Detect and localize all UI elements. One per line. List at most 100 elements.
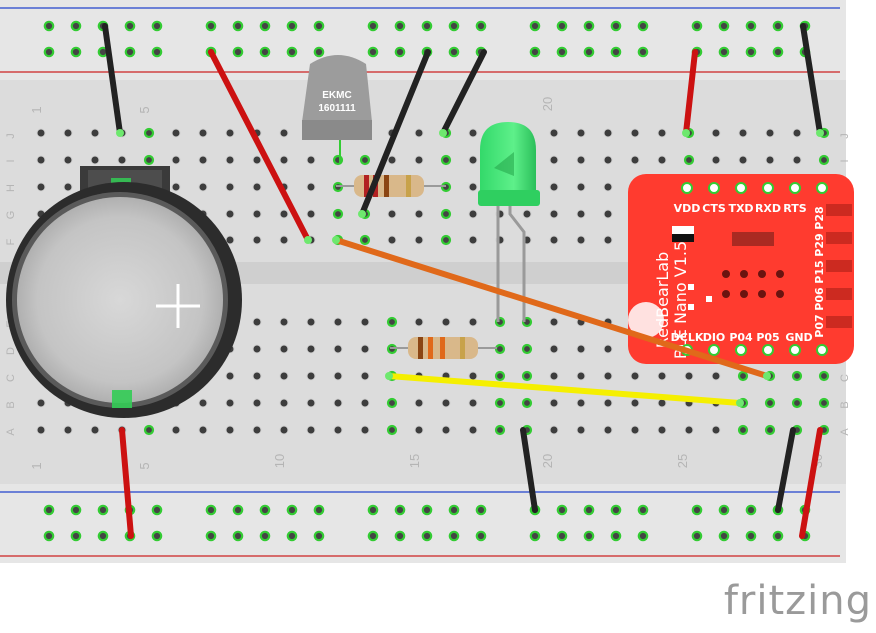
breadboard-hole[interactable] xyxy=(630,398,640,408)
breadboard-hole[interactable] xyxy=(603,182,613,192)
breadboard-hole[interactable] xyxy=(394,530,406,542)
breadboard-hole[interactable] xyxy=(549,235,559,245)
breadboard-hole[interactable] xyxy=(683,154,695,166)
breadboard-hole[interactable] xyxy=(549,398,559,408)
breadboard-hole[interactable] xyxy=(414,128,424,138)
breadboard-hole[interactable] xyxy=(737,424,749,436)
breadboard-hole[interactable] xyxy=(583,20,595,32)
breadboard-hole[interactable] xyxy=(549,425,559,435)
breadboard-hole[interactable] xyxy=(657,371,667,381)
breadboard-hole[interactable] xyxy=(818,397,830,409)
breadboard-hole[interactable] xyxy=(630,155,640,165)
breadboard-hole[interactable] xyxy=(286,530,298,542)
breadboard-hole[interactable] xyxy=(313,20,325,32)
breadboard-hole[interactable] xyxy=(386,397,398,409)
breadboard-hole[interactable] xyxy=(711,155,721,165)
breadboard-hole[interactable] xyxy=(610,46,622,58)
breadboard-hole[interactable] xyxy=(718,20,730,32)
breadboard-hole[interactable] xyxy=(387,155,397,165)
wire-orange[interactable] xyxy=(333,237,770,379)
wire-red[interactable] xyxy=(119,427,134,539)
wire-red[interactable] xyxy=(799,427,823,539)
breadboard-hole[interactable] xyxy=(718,46,730,58)
breadboard-hole[interactable] xyxy=(521,370,533,382)
breadboard-hole[interactable] xyxy=(414,398,424,408)
breadboard-hole[interactable] xyxy=(90,425,100,435)
breadboard-hole[interactable] xyxy=(414,235,424,245)
pir-sensor[interactable]: EKMC 1601111 xyxy=(302,55,372,163)
wire-red[interactable] xyxy=(208,49,311,243)
breadboard-hole[interactable] xyxy=(691,530,703,542)
breadboard-hole[interactable] xyxy=(475,504,487,516)
breadboard-hole[interactable] xyxy=(63,155,73,165)
breadboard-hole[interactable] xyxy=(171,155,181,165)
breadboard-hole[interactable] xyxy=(97,504,109,516)
breadboard-hole[interactable] xyxy=(198,155,208,165)
breadboard-hole[interactable] xyxy=(521,397,533,409)
breadboard-hole[interactable] xyxy=(576,425,586,435)
breadboard-hole[interactable] xyxy=(306,371,316,381)
breadboard-hole[interactable] xyxy=(279,155,289,165)
breadboard-hole[interactable] xyxy=(745,504,757,516)
breadboard-hole[interactable] xyxy=(441,317,451,327)
breadboard-hole[interactable] xyxy=(529,530,541,542)
breadboard-hole[interactable] xyxy=(252,235,262,245)
breadboard-hole[interactable] xyxy=(576,155,586,165)
breadboard-hole[interactable] xyxy=(225,128,235,138)
breadboard-hole[interactable] xyxy=(448,20,460,32)
breadboard-hole[interactable] xyxy=(259,46,271,58)
breadboard-hole[interactable] xyxy=(90,128,100,138)
breadboard-hole[interactable] xyxy=(386,424,398,436)
breadboard-hole[interactable] xyxy=(252,209,262,219)
breadboard-hole[interactable] xyxy=(171,128,181,138)
breadboard-hole[interactable] xyxy=(637,504,649,516)
breadboard-hole[interactable] xyxy=(70,46,82,58)
breadboard-hole[interactable] xyxy=(313,530,325,542)
breadboard-hole[interactable] xyxy=(232,20,244,32)
breadboard-hole[interactable] xyxy=(414,425,424,435)
breadboard-hole[interactable] xyxy=(252,155,262,165)
breadboard-hole[interactable] xyxy=(745,530,757,542)
breadboard-hole[interactable] xyxy=(252,398,262,408)
breadboard-hole[interactable] xyxy=(306,398,316,408)
wire-black[interactable] xyxy=(102,23,123,136)
breadboard-hole[interactable] xyxy=(576,128,586,138)
breadboard-hole[interactable] xyxy=(657,155,667,165)
breadboard-hole[interactable] xyxy=(603,344,613,354)
breadboard-hole[interactable] xyxy=(43,20,55,32)
breadboard-hole[interactable] xyxy=(117,155,127,165)
breadboard-hole[interactable] xyxy=(414,317,424,327)
breadboard-hole[interactable] xyxy=(657,128,667,138)
breadboard-hole[interactable] xyxy=(576,371,586,381)
breadboard-hole[interactable] xyxy=(225,155,235,165)
breadboard-hole[interactable] xyxy=(306,317,316,327)
breadboard-hole[interactable] xyxy=(421,530,433,542)
breadboard-hole[interactable] xyxy=(367,530,379,542)
breadboard-hole[interactable] xyxy=(630,128,640,138)
breadboard-hole[interactable] xyxy=(36,182,46,192)
wire-black[interactable] xyxy=(440,49,487,136)
breadboard-hole[interactable] xyxy=(124,20,136,32)
breadboard-hole[interactable] xyxy=(818,370,830,382)
breadboard-hole[interactable] xyxy=(198,128,208,138)
breadboard-hole[interactable] xyxy=(468,371,478,381)
green-led[interactable] xyxy=(478,122,540,322)
breadboard-hole[interactable] xyxy=(549,155,559,165)
coin-cell-battery[interactable] xyxy=(6,166,242,418)
breadboard-hole[interactable] xyxy=(333,425,343,435)
wire-red[interactable] xyxy=(683,49,698,136)
breadboard-hole[interactable] xyxy=(603,209,613,219)
breadboard-hole[interactable] xyxy=(97,530,109,542)
breadboard-hole[interactable] xyxy=(630,371,640,381)
breadboard-hole[interactable] xyxy=(367,46,379,58)
breadboard-hole[interactable] xyxy=(549,128,559,138)
breadboard-hole[interactable] xyxy=(43,504,55,516)
breadboard-hole[interactable] xyxy=(711,425,721,435)
wire-black[interactable] xyxy=(520,427,538,513)
breadboard-hole[interactable] xyxy=(306,344,316,354)
wire-black[interactable] xyxy=(800,23,823,136)
breadboard-hole[interactable] xyxy=(151,20,163,32)
breadboard-hole[interactable] xyxy=(394,20,406,32)
breadboard-hole[interactable] xyxy=(333,398,343,408)
breadboard-hole[interactable] xyxy=(70,20,82,32)
